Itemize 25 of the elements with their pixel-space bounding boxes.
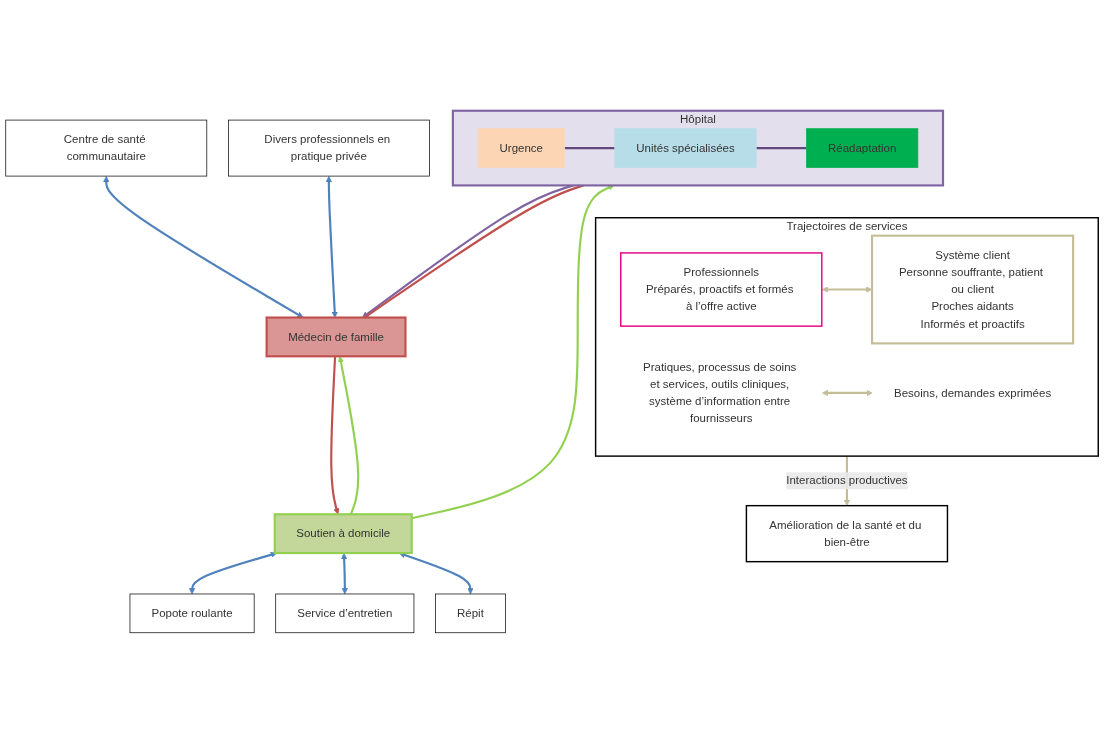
node-box: Amélioration de la santé et du bien-être (745, 504, 949, 563)
node-box: Médecin de famille (265, 316, 407, 358)
node-box: Service d’entretien (275, 593, 415, 633)
arrow (325, 175, 338, 318)
node-box: Répit (435, 593, 506, 633)
node-box: Popote roulante (129, 593, 255, 633)
arrow (821, 389, 873, 396)
connector (564, 146, 615, 149)
connector (756, 146, 807, 149)
arrow (341, 552, 348, 594)
node-box: Centre de santé communautaire (5, 119, 208, 177)
node-box: Professionnels Préparés, proactifs et formés à l’offre active (620, 251, 823, 327)
node-text: Besoins, demandes exprimées (894, 386, 1052, 399)
node-box: Soutien à domicile (273, 512, 413, 554)
edge-label: Interactions productives (786, 474, 908, 487)
node-box: Urgence (477, 128, 565, 168)
node-box: Unités spécialisées (614, 128, 757, 168)
arrow (821, 286, 873, 293)
arrow (188, 551, 277, 594)
node-box: Système client Personne souffrante, patient ou client Proches aidants Informés et proactifs (871, 234, 1075, 345)
node-box: Réadaptation (806, 128, 919, 168)
node-text: Pratiques, processus de soins et services, outils cliniques, système d’information entre fournisseurs (643, 360, 797, 425)
node-box: Divers professionnels en pratique privée (228, 119, 430, 177)
arrow (103, 175, 304, 318)
arrow (330, 356, 340, 515)
